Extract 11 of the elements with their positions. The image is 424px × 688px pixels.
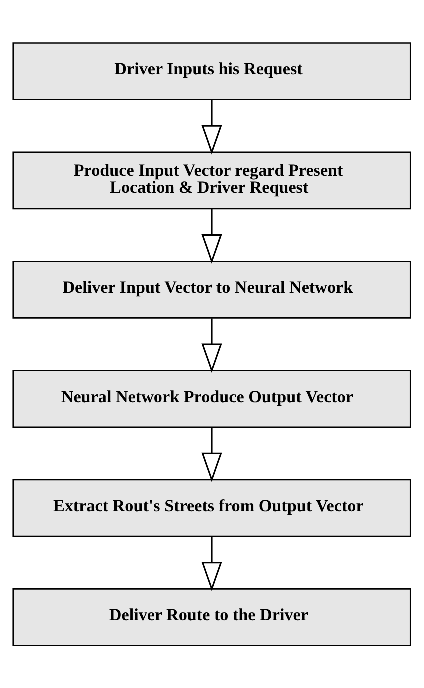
arrow (202, 318, 222, 373)
node-box: Driver Inputs his Request (12, 42, 412, 100)
node-box: Neural Network Produce Output Vector (12, 370, 412, 428)
arrow (202, 536, 222, 592)
arrow (202, 208, 222, 264)
node-box: Extract Rout's Streets from Output Vector (12, 478, 412, 537)
arrow (202, 427, 222, 482)
node-box: Deliver Input Vector to Neural Network (12, 260, 412, 318)
arrow (202, 100, 222, 154)
node-box: Produce Input Vector regard Present Location & Driver Request (12, 151, 412, 210)
node-box: Deliver Route to the Driver (12, 588, 412, 646)
